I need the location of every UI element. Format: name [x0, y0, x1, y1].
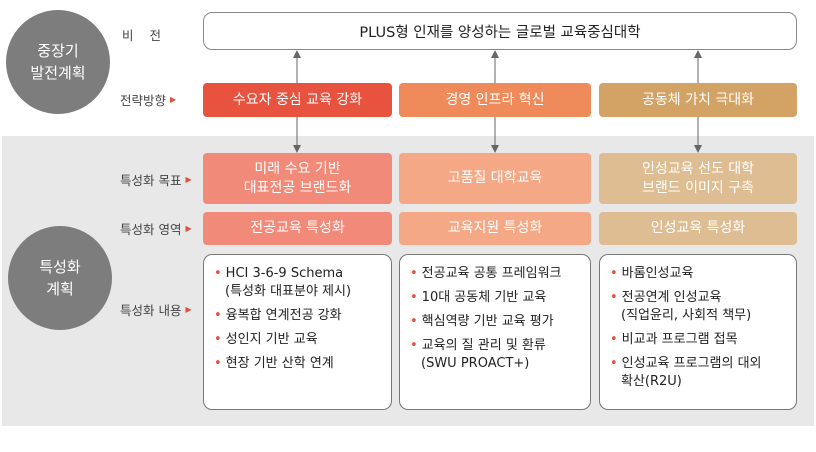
- list-item: •전공교육 공통 프레임워크: [410, 266, 562, 281]
- bullet-icon: •: [410, 314, 418, 329]
- list-item: •비교과 프로그램 접목: [610, 332, 738, 347]
- area-box-3: 인성교육 특성화: [599, 212, 797, 245]
- strategy-box-2: 경영 인프라 혁신: [399, 83, 591, 117]
- goal-1-line2: 대표전공 브랜드화: [243, 179, 352, 196]
- list-item: •HCI 3-6-9 Schema(특성화 대표분야 제시): [214, 266, 352, 299]
- bullet-icon: •: [410, 338, 418, 353]
- list-item: •성인지 기반 교육: [214, 332, 318, 347]
- row-label-area: 특성화 영역▶: [120, 218, 192, 238]
- row-label-goal-text: 특성화 목표: [120, 172, 182, 188]
- content-box-1: •HCI 3-6-9 Schema(특성화 대표분야 제시) •융복합 연계전공…: [203, 254, 392, 410]
- list-item: •융복합 연계전공 강화: [214, 308, 342, 323]
- content-box-3: •바롬인성교육 •전공연계 인성교육(직업윤리, 사회적 책무) •비교과 프로…: [599, 254, 797, 410]
- bullet-icon: •: [410, 290, 418, 305]
- goal-1-line1: 미래 수요 기반: [254, 160, 341, 177]
- row-label-strategy: 전략방향▶: [120, 89, 176, 109]
- bullet-icon: •: [610, 332, 618, 347]
- goal-2-line1: 고품질 대학교육: [447, 170, 543, 186]
- list-item: •전공연계 인성교육(직업윤리, 사회적 책무): [610, 290, 752, 323]
- goal-box-1: 미래 수요 기반 대표전공 브랜드화: [203, 153, 392, 204]
- row-label-strategy-text: 전략방향: [120, 92, 167, 108]
- goal-3-line1: 인성교육 선도 대학: [642, 160, 754, 177]
- strategy-box-1: 수요자 중심 교육 강화: [203, 83, 392, 117]
- list-item: •현장 기반 산학 연계: [214, 356, 334, 371]
- goal-box-2: 고품질 대학교육: [399, 153, 591, 204]
- row-label-goal: 특성화 목표▶: [120, 169, 192, 189]
- list-item: •10대 공동체 기반 교육: [410, 290, 547, 305]
- row-label-content-text: 특성화 내용: [120, 302, 182, 318]
- triangle-right-icon: ▶: [185, 304, 192, 314]
- bullet-icon: •: [214, 332, 222, 347]
- vision-box: PLUS형 인재를 양성하는 글로벌 교육중심대학: [203, 12, 797, 50]
- circle-bottom-line2: 계획: [46, 280, 74, 298]
- special-plan-circle: 특성화 계획: [8, 226, 112, 330]
- bullet-icon: •: [610, 266, 618, 281]
- bullet-icon: •: [610, 356, 618, 371]
- triangle-right-icon: ▶: [170, 94, 177, 104]
- row-label-vision-text: 비 전: [122, 27, 167, 43]
- bullet-icon: •: [214, 356, 222, 371]
- bullet-icon: •: [214, 308, 222, 323]
- row-label-vision: 비 전▶: [122, 24, 209, 44]
- circle-top-line1: 중장기: [37, 42, 79, 60]
- triangle-right-icon: ▶: [185, 223, 192, 233]
- area-box-2: 교육지원 특성화: [399, 212, 591, 245]
- goal-box-3: 인성교육 선도 대학 브랜드 이미지 구축: [599, 153, 797, 204]
- row-label-content: 특성화 내용▶: [120, 299, 192, 319]
- row-label-area-text: 특성화 영역: [120, 221, 182, 237]
- circle-top-line2: 발전계획: [30, 64, 86, 82]
- circle-bottom-line1: 특성화: [39, 258, 81, 276]
- content-box-2: •전공교육 공통 프레임워크 •10대 공동체 기반 교육 •핵심역량 기반 교…: [399, 254, 591, 410]
- bullet-icon: •: [410, 266, 418, 281]
- list-item: •교육의 질 관리 및 환류(SWU PROACT+): [410, 338, 546, 371]
- list-item: •바롬인성교육: [610, 266, 694, 281]
- list-item: •핵심역량 기반 교육 평가: [410, 314, 554, 329]
- bullet-icon: •: [610, 290, 618, 305]
- triangle-right-icon: ▶: [185, 174, 192, 184]
- goal-3-line2: 브랜드 이미지 구축: [642, 179, 754, 196]
- bullet-icon: •: [214, 266, 222, 281]
- strategy-box-3: 공동체 가치 극대화: [599, 83, 797, 117]
- area-box-1: 전공교육 특성화: [203, 212, 392, 245]
- midlong-plan-circle: 중장기 발전계획: [6, 10, 110, 114]
